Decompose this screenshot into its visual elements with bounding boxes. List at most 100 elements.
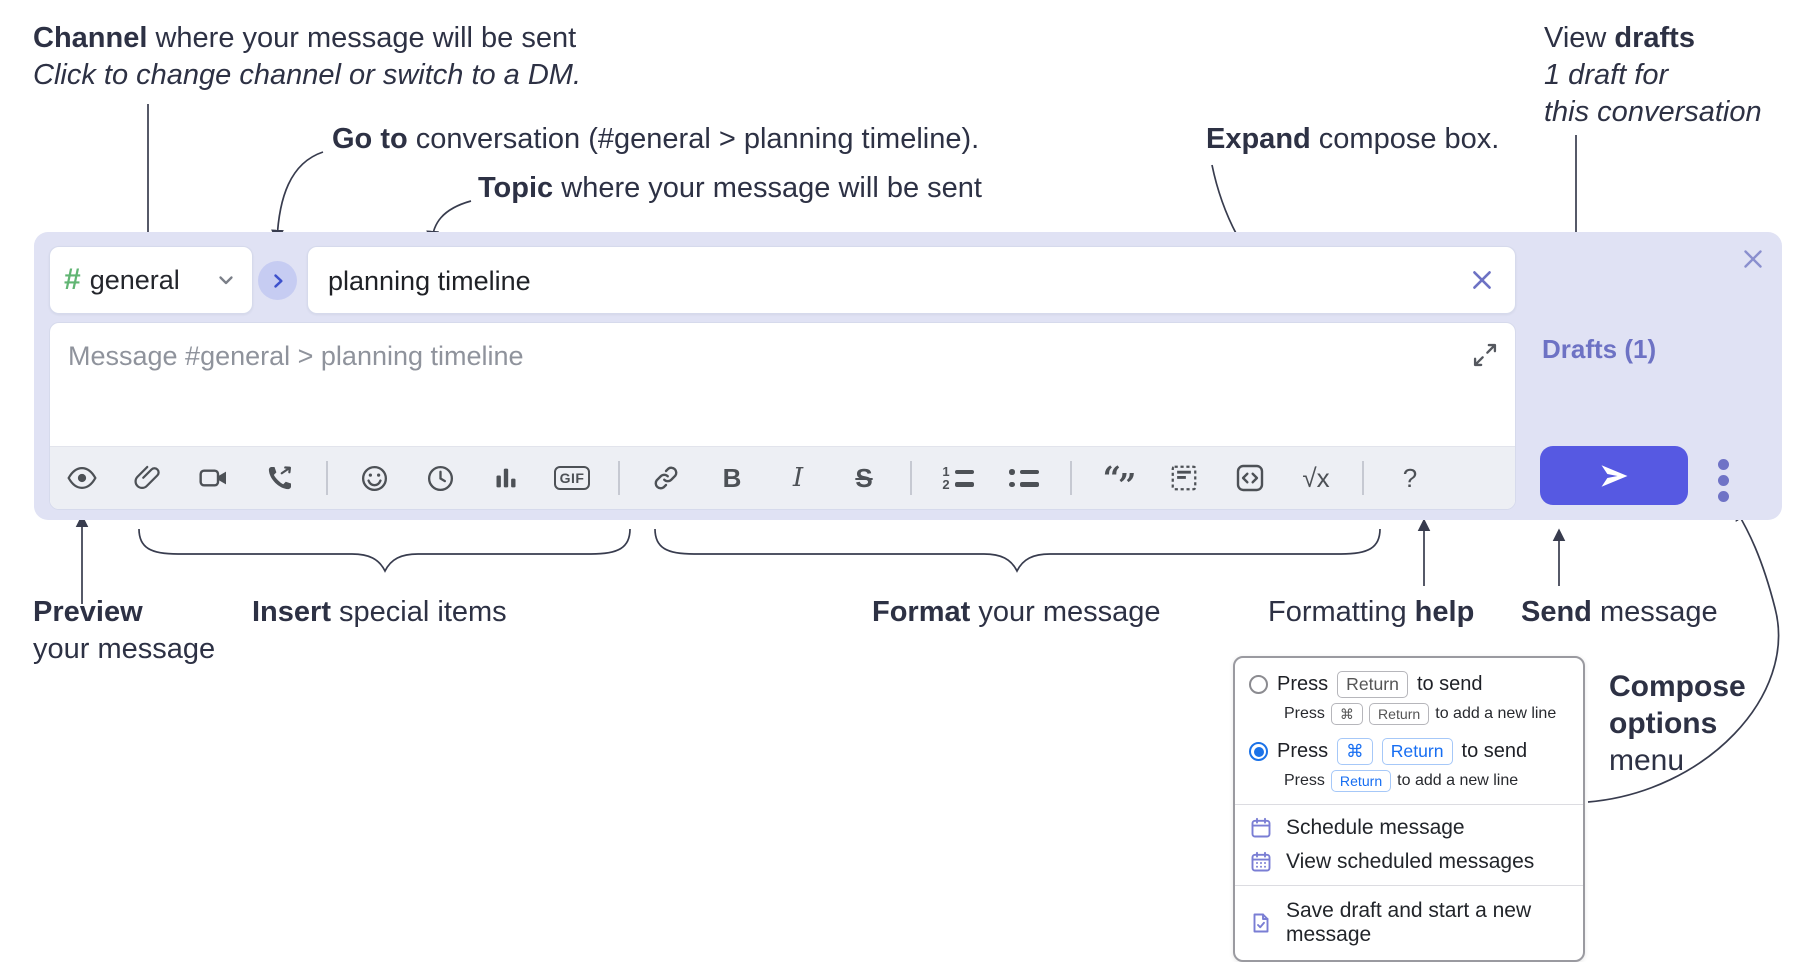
chevron-right-icon <box>268 271 288 291</box>
inline-code-icon <box>1234 462 1266 494</box>
return-key: Return <box>1368 702 1430 726</box>
strikethrough-button[interactable]: S <box>844 458 884 498</box>
compose-options-menu: Press Return to send Press ⌘ Return to a… <box>1233 656 1585 962</box>
channel-annotation-rest: where your message will be sent <box>147 22 577 54</box>
goto-annotation: Go to conversation (#general > planning … <box>332 123 980 155</box>
channel-name: general <box>89 264 180 295</box>
channel-selector-button[interactable]: # general <box>49 246 253 314</box>
return-key: Return <box>1381 738 1453 766</box>
kebab-dot <box>1717 459 1729 470</box>
toolbar-separator <box>618 461 620 495</box>
preview-annotation: Preview your message <box>33 596 216 665</box>
send-option-return[interactable]: Press Return to send <box>1249 671 1569 698</box>
compose-options-annotation: Compose options menu <box>1609 670 1746 777</box>
go-to-conversation-button[interactable] <box>258 261 297 300</box>
formula-button[interactable]: √x <box>1296 458 1336 498</box>
emoji-button[interactable] <box>354 458 394 498</box>
radio-unselected-icon[interactable] <box>1249 674 1268 694</box>
toolbar-separator <box>1070 461 1072 495</box>
bold-button[interactable]: B <box>712 458 752 498</box>
blockquote-icon: “” <box>1102 459 1137 504</box>
preview-button[interactable] <box>62 458 102 498</box>
question-mark-icon: ? <box>1402 462 1418 493</box>
channel-hash-icon: # <box>64 263 81 296</box>
drafts-link[interactable]: Drafts (1) <box>1542 334 1657 364</box>
poll-button[interactable] <box>486 458 526 498</box>
send-option-cmd-return-hint: Press Return to add a new line <box>1284 770 1569 793</box>
toolbar-separator <box>910 461 912 495</box>
clear-topic-button[interactable] <box>1467 265 1497 295</box>
send-option-cmd-return[interactable]: Press ⌘ Return to send <box>1249 738 1569 766</box>
save-draft-item[interactable]: Save draft and start a new message <box>1235 894 1583 952</box>
link-button[interactable] <box>646 458 686 498</box>
draft-check-icon <box>1249 911 1273 935</box>
smiley-icon <box>359 463 390 494</box>
return-key: Return <box>1330 770 1392 793</box>
eye-icon <box>66 462 98 494</box>
topic-field <box>307 246 1516 315</box>
gif-button[interactable]: GIF <box>552 458 592 498</box>
expand-annotation: Expand compose box. <box>1206 123 1500 155</box>
code-block-button[interactable] <box>1164 458 1204 498</box>
format-annotation: Format your message <box>872 596 1161 628</box>
formatting-help-button[interactable]: ? <box>1390 458 1430 498</box>
kebab-dot <box>1717 475 1729 486</box>
return-key: Return <box>1337 671 1408 698</box>
video-clip-button[interactable] <box>194 458 234 498</box>
menu-divider <box>1235 804 1583 806</box>
bar-chart-icon <box>491 463 521 493</box>
link-icon <box>651 463 681 493</box>
chevron-down-icon <box>214 268 238 292</box>
view-scheduled-messages-item[interactable]: View scheduled messages <box>1235 845 1583 879</box>
insert-annotation: Insert special items <box>252 596 507 628</box>
close-compose-button[interactable] <box>1741 247 1765 271</box>
sqrt-icon: √x <box>1302 462 1330 493</box>
channel-annotation: Channel where your message will be sent … <box>33 20 581 94</box>
channel-annotation-bold: Channel <box>33 22 148 54</box>
strikethrough-icon: S <box>855 462 873 493</box>
calendar-icon <box>1249 816 1273 840</box>
audio-call-button[interactable] <box>260 458 300 498</box>
kebab-dot <box>1717 491 1729 502</box>
blockquote-button[interactable]: “” <box>1098 458 1138 504</box>
channel-annotation-sub: Click to change channel or switch to a D… <box>33 59 582 91</box>
gif-icon: GIF <box>553 466 591 490</box>
clock-icon <box>425 463 456 494</box>
calendar-grid-icon <box>1249 850 1273 874</box>
message-input[interactable]: Message #general > planning timeline <box>50 323 1515 446</box>
close-icon <box>1741 247 1765 271</box>
topic-input[interactable] <box>326 247 1450 315</box>
compose-options-button[interactable] <box>1712 459 1734 502</box>
topic-annotation: Topic where your message will be sent <box>478 172 982 204</box>
message-placeholder: Message #general > planning timeline <box>68 341 524 371</box>
italic-icon: I <box>792 463 804 493</box>
bold-icon: B <box>722 462 742 493</box>
expand-compose-button[interactable] <box>1471 341 1501 371</box>
bullet-list-button[interactable] <box>1004 458 1044 498</box>
bullet-list-icon <box>1009 462 1039 495</box>
cmd-key: ⌘ <box>1330 702 1363 726</box>
toolbar-separator <box>326 461 328 495</box>
compose-box: # general Message #general > planning ti… <box>34 232 1782 520</box>
paperclip-icon <box>133 463 163 493</box>
cmd-key: ⌘ <box>1337 738 1373 766</box>
radio-selected-icon[interactable] <box>1249 742 1268 762</box>
send-annotation: Send message <box>1521 596 1718 628</box>
message-composer: Message #general > planning timeline <box>49 322 1516 510</box>
video-camera-icon <box>198 462 230 494</box>
phone-call-icon <box>265 463 295 493</box>
italic-button[interactable]: I <box>778 458 818 498</box>
send-plane-icon <box>1597 459 1631 493</box>
menu-divider <box>1235 885 1583 887</box>
toolbar-separator <box>1362 461 1364 495</box>
formatting-help-annotation: Formatting help <box>1268 596 1475 628</box>
recent-button[interactable] <box>420 458 460 498</box>
code-button[interactable] <box>1230 458 1270 498</box>
attach-button[interactable] <box>128 458 168 498</box>
send-option-return-hint: Press ⌘ Return to add a new line <box>1284 702 1569 726</box>
schedule-message-item[interactable]: Schedule message <box>1235 811 1583 845</box>
send-button[interactable] <box>1540 446 1688 505</box>
